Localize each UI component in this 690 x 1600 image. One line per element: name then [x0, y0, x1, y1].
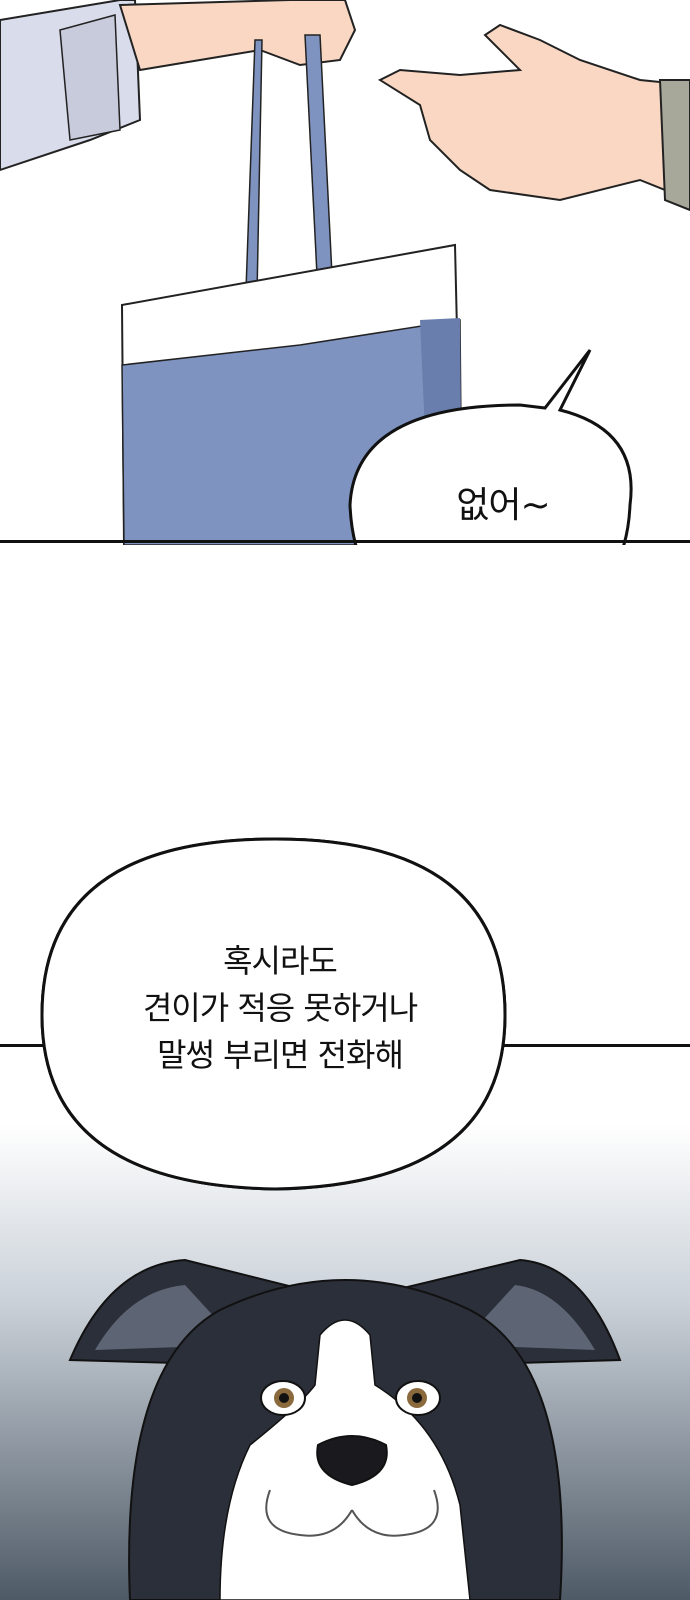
- dog-pupil-left: [279, 1393, 289, 1403]
- speech-line-2: 견이가 적응 못하거나: [142, 989, 418, 1027]
- speech-bubble-bottom-overlay: [40, 837, 507, 1191]
- speech-line-1: 혹시라도: [223, 942, 338, 980]
- right-sleeve: [658, 79, 690, 212]
- speech-bubble-top-text: 없어~: [456, 485, 550, 526]
- dog-pupil-right: [412, 1393, 422, 1403]
- right-hand: [377, 23, 690, 202]
- hands-and-bag-illustration: [0, 0, 690, 545]
- panel-divider-top: [0, 540, 690, 543]
- left-cuff: [59, 14, 121, 141]
- speech-bubble-bottom: [40, 837, 507, 1191]
- dog-nose: [316, 1435, 388, 1487]
- dog-muzzle-left: [265, 1489, 353, 1537]
- comic-panel-top: [0, 0, 690, 545]
- speech-bubble-bottom-text: 혹시라도 견이가 적응 못하거나 말썽 부리면 전화해: [60, 938, 500, 1079]
- speech-bubble-top-shape: [348, 349, 633, 545]
- dog-muzzle-right: [351, 1489, 439, 1537]
- speech-line-3: 말썽 부리면 전화해: [157, 1036, 404, 1074]
